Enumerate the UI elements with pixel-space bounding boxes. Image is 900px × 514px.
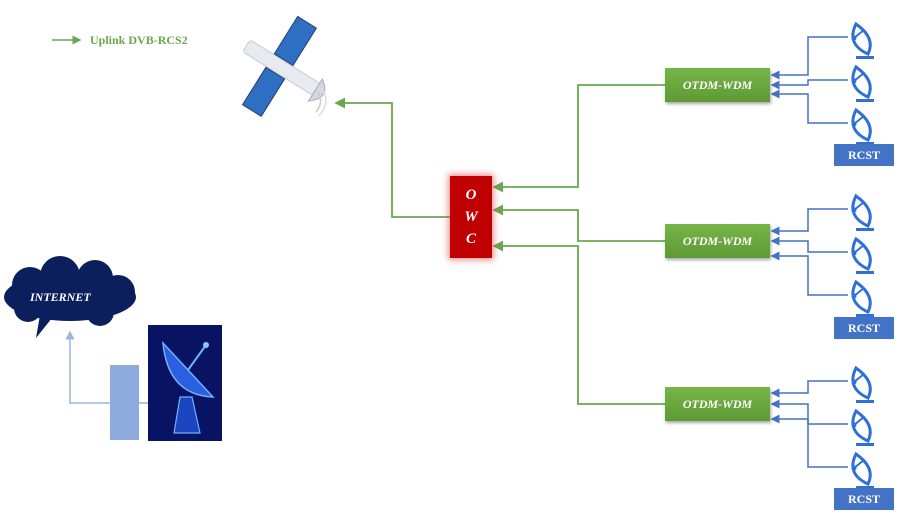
uplink-to-satellite [334, 97, 450, 218]
owc-block[interactable]: O W C [450, 176, 492, 258]
satellite-dish-icon [148, 325, 222, 441]
otdm-wdm-block[interactable]: OTDM-WDM [665, 68, 770, 102]
cloud-icon [4, 256, 136, 338]
gateway-unit [110, 365, 139, 440]
terminal-links [770, 36, 848, 468]
otdm-wdm-block[interactable]: OTDM-WDM [665, 224, 770, 258]
rcst-dish-icon [851, 64, 874, 102]
rcst-dish-icon [851, 236, 874, 274]
rcst-dish-icon [851, 193, 874, 231]
otdm-wdm-block[interactable]: OTDM-WDM [665, 387, 770, 421]
owc-letter: O [465, 187, 477, 203]
legend-label: Uplink DVB-RCS2 [90, 33, 188, 47]
rcst-dish-icon [851, 365, 874, 403]
owc-letter: C [465, 231, 476, 247]
terminal-dishes [851, 21, 874, 489]
satellite-icon [241, 15, 327, 118]
rcst-dish-icon [851, 279, 874, 317]
rcst-label: RCST [834, 317, 894, 339]
rcst-dish-icon [851, 107, 874, 145]
internet-label: INTERNET [30, 290, 91, 304]
rcst-label: RCST [834, 144, 894, 166]
mux-to-owc-links [492, 84, 665, 405]
rcst-dish-icon [851, 408, 874, 446]
rcst-label: RCST [834, 488, 894, 510]
rcst-dish-icon [851, 21, 874, 59]
legend: Uplink DVB-RCS2 [52, 33, 188, 48]
arrow-right-icon [52, 36, 82, 46]
owc-letter: W [464, 209, 478, 225]
rcst-dish-icon [851, 451, 874, 489]
